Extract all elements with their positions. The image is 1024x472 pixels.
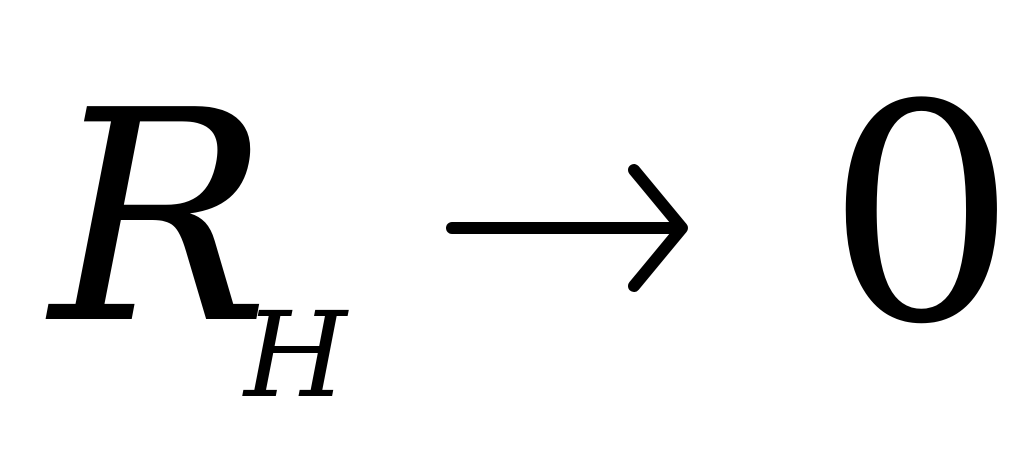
variable-r: R bbox=[50, 48, 270, 388]
right-arrow-icon bbox=[446, 164, 688, 292]
subscript-h: H bbox=[244, 286, 347, 424]
limit-value-zero: 0 bbox=[826, 41, 1017, 390]
